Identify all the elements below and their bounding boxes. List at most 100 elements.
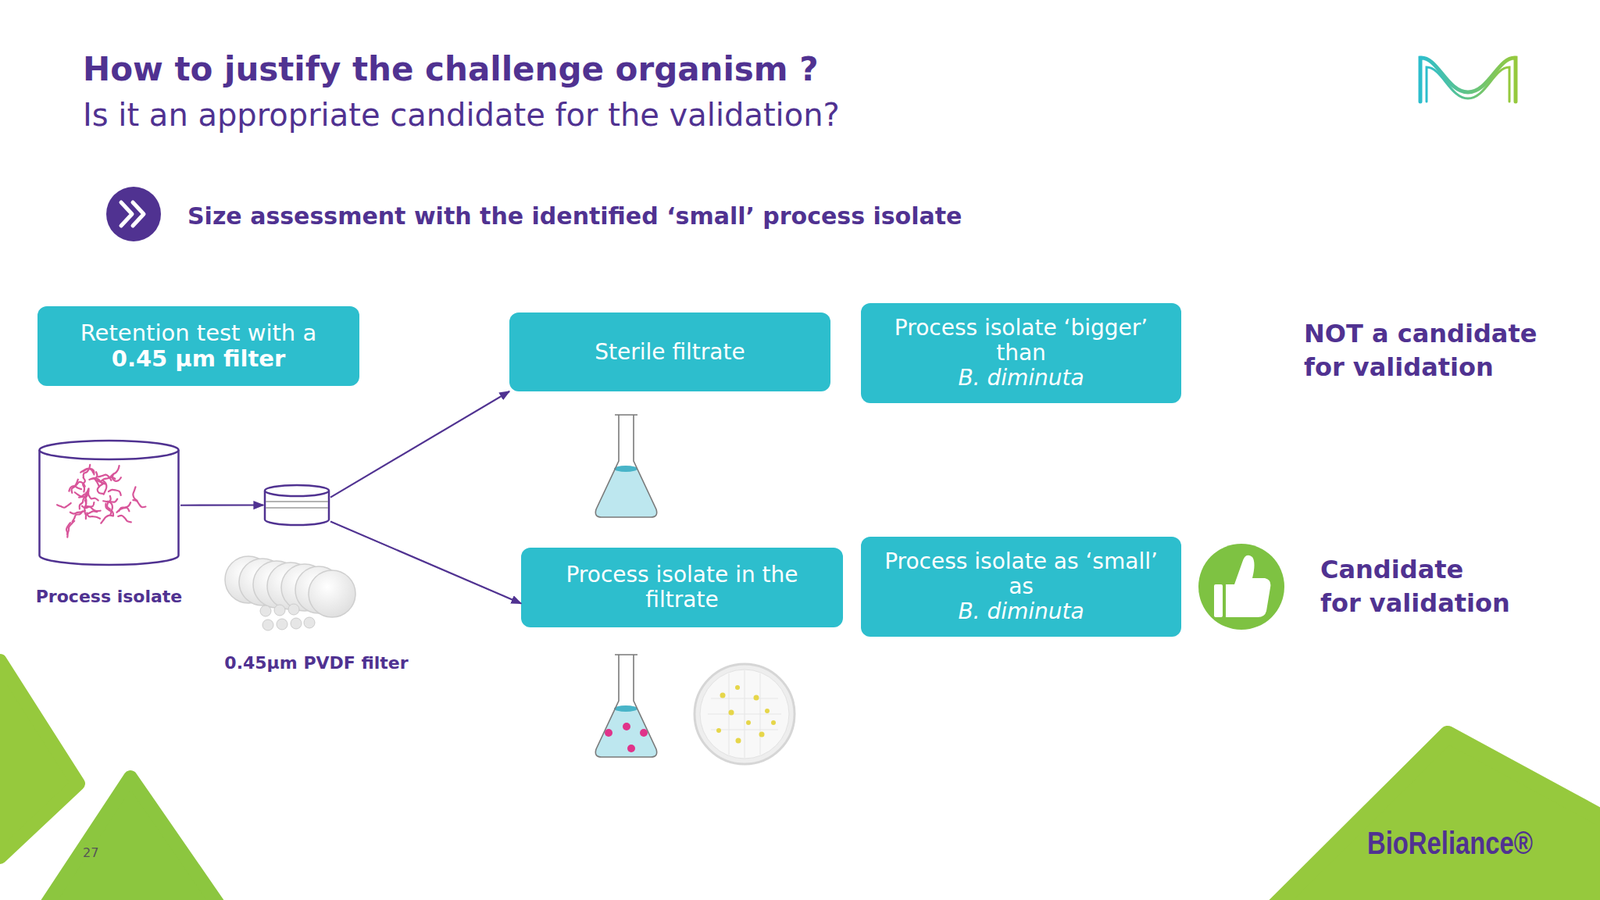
slide-subtitle: Is it an appropriate candidate for the v…	[82, 96, 840, 133]
filter-discs-part	[262, 619, 274, 631]
corner-decoration-part	[45, 777, 220, 900]
agar-plate-part	[771, 720, 776, 725]
dish-body	[39, 450, 179, 565]
bacteria-mark	[100, 515, 114, 524]
bacteria-mark	[68, 485, 82, 492]
shape-caption: 0.45µm PVDF filter	[183, 653, 450, 674]
bacteria-mark	[91, 478, 105, 485]
thumbs-up-icon-part	[1198, 543, 1285, 630]
agar-plate-part	[735, 685, 740, 690]
bullet-icon	[106, 186, 161, 242]
box-text: Process isolate as ‘small’ as	[870, 549, 1172, 600]
turbid-flask-part	[595, 654, 657, 758]
bacteria-mark	[117, 507, 130, 513]
slide-title: How to justify the challenge organism ?	[82, 50, 819, 89]
turbid-flask-part	[622, 722, 631, 731]
agar-plate-part	[700, 669, 790, 759]
company-logo	[1420, 57, 1516, 102]
thumbs-up-icon-part	[1225, 555, 1271, 618]
teal-box: Process isolate as ‘small’ asB. diminuta	[860, 536, 1182, 637]
agar-plate-part	[764, 708, 770, 714]
agar-plate-part	[716, 728, 722, 733]
filter-discs-part	[276, 618, 288, 630]
filter-discs	[225, 556, 356, 631]
corner-decoration-part	[0, 660, 79, 858]
bacteria-mark	[85, 506, 100, 511]
box-text: B. diminuta	[957, 365, 1084, 391]
clear-flask	[595, 414, 657, 518]
box-text: Process isolate in the filtrate	[530, 562, 834, 613]
teal-box: Sterile filtrate	[509, 312, 831, 392]
turbid-flask-part	[595, 708, 657, 758]
bacteria-mark	[132, 486, 137, 501]
box-text: Retention test with a	[80, 320, 317, 347]
turbid-flask	[595, 654, 657, 758]
turbid-flask-part	[627, 744, 636, 753]
page-number: 27	[82, 845, 99, 861]
bacteria-mark	[108, 489, 122, 496]
bacteria-mark	[100, 477, 115, 482]
holder-top	[264, 485, 329, 497]
thumbs-up-icon	[1198, 543, 1285, 630]
arrow-connector	[330, 521, 522, 604]
bacteria-mark	[107, 501, 113, 515]
agar-plate-part	[746, 720, 751, 725]
turbid-flask-part	[604, 728, 613, 737]
teal-box: Process isolate in the filtrate	[521, 547, 843, 628]
membrane-line	[265, 501, 329, 508]
turbid-flask-part	[614, 705, 638, 712]
filter-discs-part	[303, 617, 315, 629]
filter-discs-part	[308, 570, 356, 618]
dish-node: Process isolate	[37, 439, 181, 567]
bacteria-mark	[132, 500, 146, 508]
brand-name: BioReliance®	[1367, 825, 1533, 861]
agar-plate-part	[694, 664, 795, 765]
box-text: 0.45 µm filter	[111, 346, 286, 372]
thumbs-up-icon-part	[1214, 584, 1223, 618]
filter-discs-part	[274, 604, 286, 616]
bacteria-mark	[86, 512, 100, 518]
agar-plate-part	[707, 670, 782, 758]
agar-plate-part	[753, 695, 760, 701]
result-text: Candidate for validation	[1320, 553, 1555, 621]
agar-plate	[694, 664, 795, 765]
arrow-connector	[330, 391, 510, 498]
bacteria-mark	[110, 465, 120, 478]
bullet-text: Size assessment with the identified ‘sma…	[187, 202, 962, 230]
holder-outline	[263, 483, 331, 527]
bacteria-mark	[117, 515, 132, 522]
teal-box: Process isolate ‘bigger’ thanB. diminuta	[860, 303, 1182, 404]
teal-box: Retention test with a0.45 µm filter	[37, 306, 360, 386]
bacteria-mark	[85, 489, 89, 504]
filter-discs-part	[260, 605, 272, 617]
filter-discs-part	[290, 617, 302, 629]
agar-plate-part	[735, 738, 742, 744]
bacteria-mark	[70, 510, 86, 515]
corner-decoration	[0, 660, 1600, 900]
company-logo-part	[1426, 67, 1510, 102]
arrow-connector	[180, 503, 264, 506]
dish-rim	[39, 440, 179, 460]
clear-flask-part	[614, 465, 638, 472]
filter-discs-part	[288, 603, 300, 615]
bacteria-mark	[66, 522, 71, 537]
bacteria-mark	[83, 464, 91, 479]
company-logo-part	[1420, 57, 1516, 102]
holder-node: 0.45µm PVDF filter	[263, 483, 331, 527]
turbid-flask-part	[639, 728, 648, 737]
bacteria-mark	[103, 480, 108, 495]
bacteria-mark	[105, 503, 114, 516]
box-text: B. diminuta	[957, 599, 1084, 625]
agar-plate-part	[728, 710, 735, 716]
shape-caption: Process isolate	[0, 586, 227, 608]
result-text: NOT a candidate for validation	[1303, 317, 1562, 385]
agar-plate-part	[759, 732, 765, 738]
box-text: Process isolate ‘bigger’ than	[870, 315, 1172, 366]
corner-decoration-part	[1275, 734, 1600, 900]
dish-outline	[37, 439, 181, 567]
bullet-icon-part	[106, 186, 161, 242]
clear-flask-part	[595, 414, 657, 518]
